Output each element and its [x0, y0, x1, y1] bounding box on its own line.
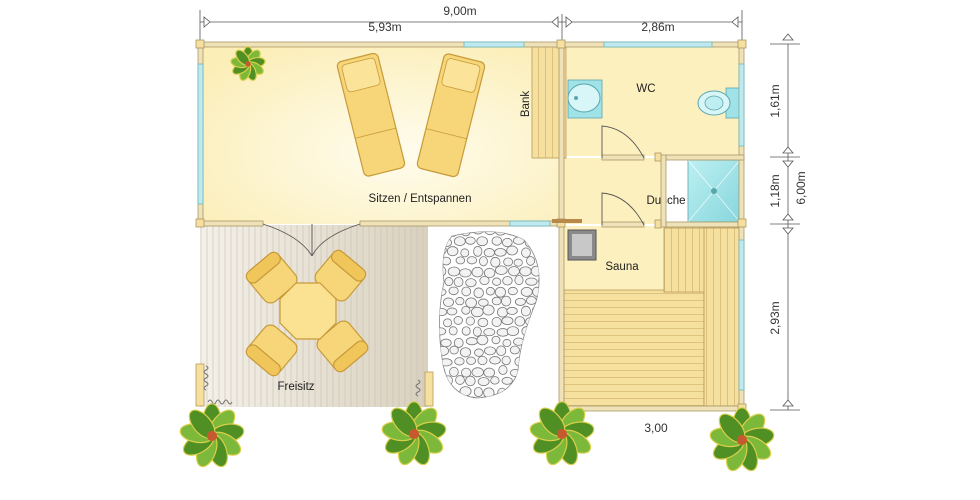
- sauna-stove-icon: [567, 229, 597, 261]
- dim-total-depth: 6,00m: [794, 171, 808, 204]
- toilet-icon: [697, 87, 741, 119]
- sun-lounger-icon: [336, 52, 406, 177]
- palm-plant-icon: [709, 407, 775, 472]
- room-label-lounge: Sitzen / Entspannen: [369, 193, 472, 205]
- gravel-path-icon: [439, 231, 540, 399]
- corridor-floor: [562, 158, 666, 224]
- dim-shower-height: 1,18m: [768, 174, 782, 207]
- dim-left-width: 5,93m: [368, 20, 401, 34]
- windows: [197, 41, 745, 391]
- dim-right-width: 2,86m: [641, 20, 674, 34]
- room-label-sauna: Sauna: [605, 261, 639, 273]
- plants: [179, 46, 775, 472]
- sauna-room: [562, 226, 742, 408]
- palm-plant-icon: [381, 401, 447, 466]
- table-icon: [279, 282, 337, 340]
- room-label-terrace: Freisitz: [277, 381, 314, 393]
- chair-icon: [316, 320, 369, 373]
- chair-icon: [245, 251, 298, 304]
- shower-tray-icon: [687, 159, 741, 223]
- dim-wc-height: 1,61m: [768, 84, 782, 117]
- sun-lounger-icon: [416, 53, 486, 178]
- room-label-bench: Bank: [520, 91, 532, 117]
- dim-sauna-width: 3,00: [644, 421, 668, 435]
- vent-grille: [552, 219, 582, 223]
- dim-sauna-height: 2,93m: [768, 301, 782, 334]
- washbasin-icon: [567, 79, 603, 119]
- terrace-furniture: [245, 249, 369, 377]
- dimension-arrows: [203, 16, 794, 407]
- room-label-wc: WC: [636, 83, 655, 95]
- dim-total-width: 9,00m: [443, 4, 476, 18]
- palm-plant-icon: [230, 46, 266, 81]
- doors: [262, 125, 645, 257]
- chair-icon: [245, 324, 298, 377]
- palm-plant-icon: [529, 401, 595, 466]
- dimension-lines: [199, 10, 800, 411]
- palm-plant-icon: [179, 403, 245, 468]
